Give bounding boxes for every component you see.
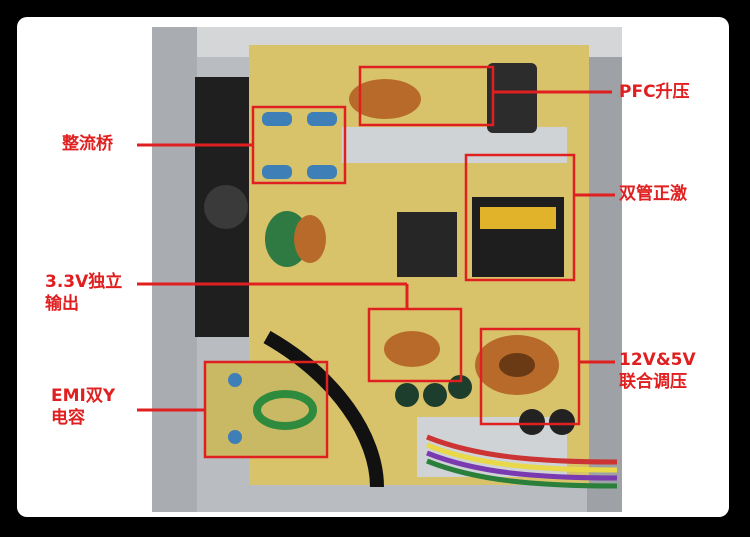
label-rectifier: 整流桥 — [62, 133, 113, 155]
emi-coil — [253, 390, 317, 430]
image-card: PFC升压 整流桥 双管正激 3.3V独立 输出 EMI双Y 电容 12V&5V… — [17, 17, 729, 517]
output-wires-2 — [426, 442, 618, 473]
label-3v3-line1: 3.3V独立 — [45, 272, 123, 292]
pfc-coil — [349, 79, 421, 119]
chassis-left-rail — [152, 27, 197, 512]
rectifier-cap-1 — [262, 112, 292, 126]
fan-hub — [204, 185, 248, 229]
label-12v5v-line1: 12V&5V — [619, 350, 696, 370]
label-3v3: 3.3V独立 输出 — [45, 271, 122, 315]
label-12v5v-line2: 联合调压 — [619, 372, 687, 392]
rectifier-cap-3 — [262, 165, 292, 179]
output-cap-4 — [519, 409, 545, 435]
label-rectifier-text: 整流桥 — [62, 134, 113, 154]
label-forward-text: 双管正激 — [619, 184, 687, 204]
label-3v3-line2: 输出 — [45, 294, 79, 314]
label-emi-line1: EMI双Y — [51, 386, 116, 406]
emi-area — [205, 362, 325, 457]
label-12v5v: 12V&5V 联合调压 — [619, 349, 696, 393]
black-cable — [263, 330, 384, 488]
forward-transformer-tape — [480, 207, 556, 229]
output-wires-3 — [426, 450, 618, 481]
chassis-right-rail — [587, 57, 622, 512]
box-3v3 — [367, 307, 463, 383]
label-pfc: PFC升压 — [619, 81, 690, 103]
output-cap-5 — [549, 409, 575, 435]
emi-ycap-1 — [228, 373, 242, 387]
box-12v5v — [479, 327, 581, 426]
label-emi: EMI双Y 电容 — [51, 385, 115, 429]
box-pfc — [358, 65, 495, 127]
inductor-left-2 — [294, 215, 326, 263]
psu-photo — [137, 27, 622, 512]
pfc-capacitor — [487, 63, 537, 133]
output-wires-4 — [426, 458, 618, 489]
label-emi-line2: 电容 — [51, 408, 85, 428]
label-pfc-text: PFC升压 — [619, 82, 690, 102]
output-wires — [426, 434, 618, 465]
main-transformer — [397, 212, 457, 277]
rectifier-cap-4 — [307, 165, 337, 179]
output-cap-1 — [395, 383, 419, 407]
box-forward — [464, 153, 576, 282]
output-cap-2 — [423, 383, 447, 407]
rectifier-cap-2 — [307, 112, 337, 126]
label-forward: 双管正激 — [619, 183, 687, 205]
emi-ycap-2 — [228, 430, 242, 444]
coil-3v3 — [384, 331, 440, 367]
coil-12v5v-core — [499, 353, 535, 377]
